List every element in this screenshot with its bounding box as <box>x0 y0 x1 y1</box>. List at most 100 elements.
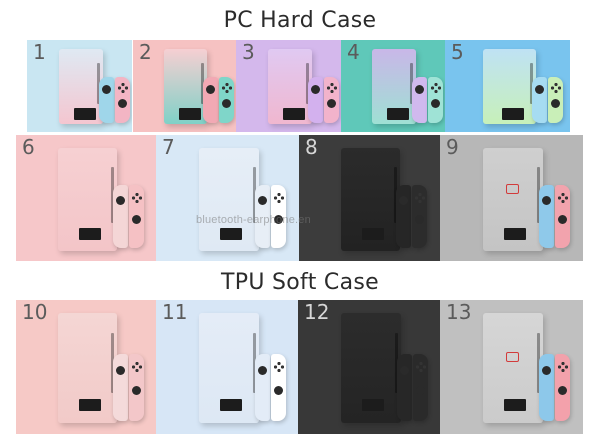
case-option-tile: 13 <box>440 300 583 434</box>
kickstand-icon <box>504 228 526 241</box>
option-number: 5 <box>451 40 464 64</box>
option-number: 12 <box>304 300 330 324</box>
kickstand-icon <box>78 398 101 411</box>
kickstand-icon <box>387 107 410 120</box>
left-joycon-case-image <box>397 354 412 421</box>
face-buttons-icon <box>221 83 232 93</box>
joystick-icon <box>274 215 283 224</box>
right-joycon-case-image <box>555 185 570 248</box>
option-number: 11 <box>162 300 188 324</box>
joystick-icon <box>116 366 125 375</box>
right-joycon-case-image <box>428 77 443 123</box>
option-number: 4 <box>347 40 360 64</box>
joystick-icon <box>400 366 409 375</box>
joystick-icon <box>102 85 111 94</box>
joystick-icon <box>415 215 424 224</box>
right-joycon-case-image <box>555 354 570 421</box>
face-buttons-icon <box>326 83 337 93</box>
case-option-tile: 7 <box>156 135 299 261</box>
option-number: 9 <box>446 135 459 159</box>
case-option-tile: 9 <box>440 135 583 261</box>
face-buttons-icon <box>131 362 142 372</box>
joystick-icon <box>118 99 127 108</box>
kickstand-icon <box>501 107 524 120</box>
case-option-tile: 12 <box>298 300 440 434</box>
joystick-icon <box>311 85 320 94</box>
option-number: 2 <box>139 40 152 64</box>
face-buttons-icon <box>557 362 568 372</box>
case-option-tile: 5 <box>445 40 570 132</box>
left-joycon-case-image <box>255 354 270 421</box>
option-number: 7 <box>162 135 175 159</box>
left-joycon-case-image <box>99 77 114 123</box>
joystick-icon <box>258 196 267 205</box>
option-number: 8 <box>305 135 318 159</box>
left-joycon-case-image <box>113 185 128 248</box>
right-joycon-case-image <box>115 77 130 123</box>
left-joycon-case-image <box>308 77 323 123</box>
right-joycon-case-image <box>413 354 428 421</box>
joystick-icon <box>558 386 567 395</box>
joystick-icon <box>399 196 408 205</box>
kickstand-icon <box>362 398 384 411</box>
case-option-tile: 4 <box>341 40 445 132</box>
case-option-tile: 2 <box>133 40 236 132</box>
left-joycon-case-image <box>412 77 427 123</box>
case-option-tile: 11 <box>156 300 298 434</box>
option-number: 6 <box>22 135 35 159</box>
face-buttons-icon <box>550 83 561 93</box>
joystick-icon <box>431 99 440 108</box>
option-number: 3 <box>242 40 255 64</box>
joystick-icon <box>542 196 551 205</box>
tpu-soft-case-title: TPU Soft Case <box>221 270 379 295</box>
kickstand-icon <box>220 398 242 411</box>
watermark: bluetooth-earphone.en <box>196 214 311 226</box>
case-option-tile: 6 <box>16 135 156 261</box>
right-joycon-case-image <box>548 77 563 123</box>
right-joycon-case-image <box>412 185 427 248</box>
joystick-icon <box>416 386 425 395</box>
joystick-icon <box>132 215 141 224</box>
face-buttons-icon <box>131 193 142 203</box>
kickstand-icon <box>78 228 101 241</box>
option-number: 13 <box>446 300 472 324</box>
kickstand-icon <box>220 228 242 241</box>
face-buttons-icon <box>273 362 284 372</box>
joystick-icon <box>206 85 215 94</box>
kickstand-icon <box>361 228 384 241</box>
joystick-icon <box>132 386 141 395</box>
face-buttons-icon <box>415 362 426 372</box>
face-buttons-icon <box>557 193 568 203</box>
right-joycon-case-image <box>324 77 339 123</box>
face-buttons-icon <box>117 83 128 93</box>
joystick-icon <box>258 366 267 375</box>
joystick-icon <box>551 99 560 108</box>
left-joycon-case-image <box>113 354 128 421</box>
kickstand-icon <box>74 107 97 120</box>
joystick-icon <box>116 196 125 205</box>
kickstand-icon <box>179 107 202 120</box>
joystick-icon <box>222 99 231 108</box>
left-joycon-case-image <box>532 77 547 123</box>
joystick-icon <box>415 85 424 94</box>
case-option-tile: 8 <box>299 135 440 261</box>
left-joycon-case-image <box>203 77 218 123</box>
right-joycon-case-image <box>271 185 286 248</box>
left-joycon-case-image <box>539 185 554 248</box>
kickstand-icon <box>283 107 306 120</box>
joystick-icon <box>558 215 567 224</box>
joystick-icon <box>327 99 336 108</box>
right-joycon-case-image <box>271 354 286 421</box>
case-option-tile: 1 <box>27 40 132 132</box>
right-joycon-case-image <box>129 185 144 248</box>
option-number: 1 <box>33 40 46 64</box>
switch-logo-icon <box>506 184 519 195</box>
case-option-tile: 10 <box>16 300 156 434</box>
face-buttons-icon <box>273 193 284 203</box>
face-buttons-icon <box>430 83 441 93</box>
joystick-icon <box>274 386 283 395</box>
left-joycon-case-image <box>539 354 554 421</box>
kickstand-icon <box>504 398 526 411</box>
pc-hard-case-title: PC Hard Case <box>223 8 377 33</box>
left-joycon-case-image <box>255 185 270 248</box>
